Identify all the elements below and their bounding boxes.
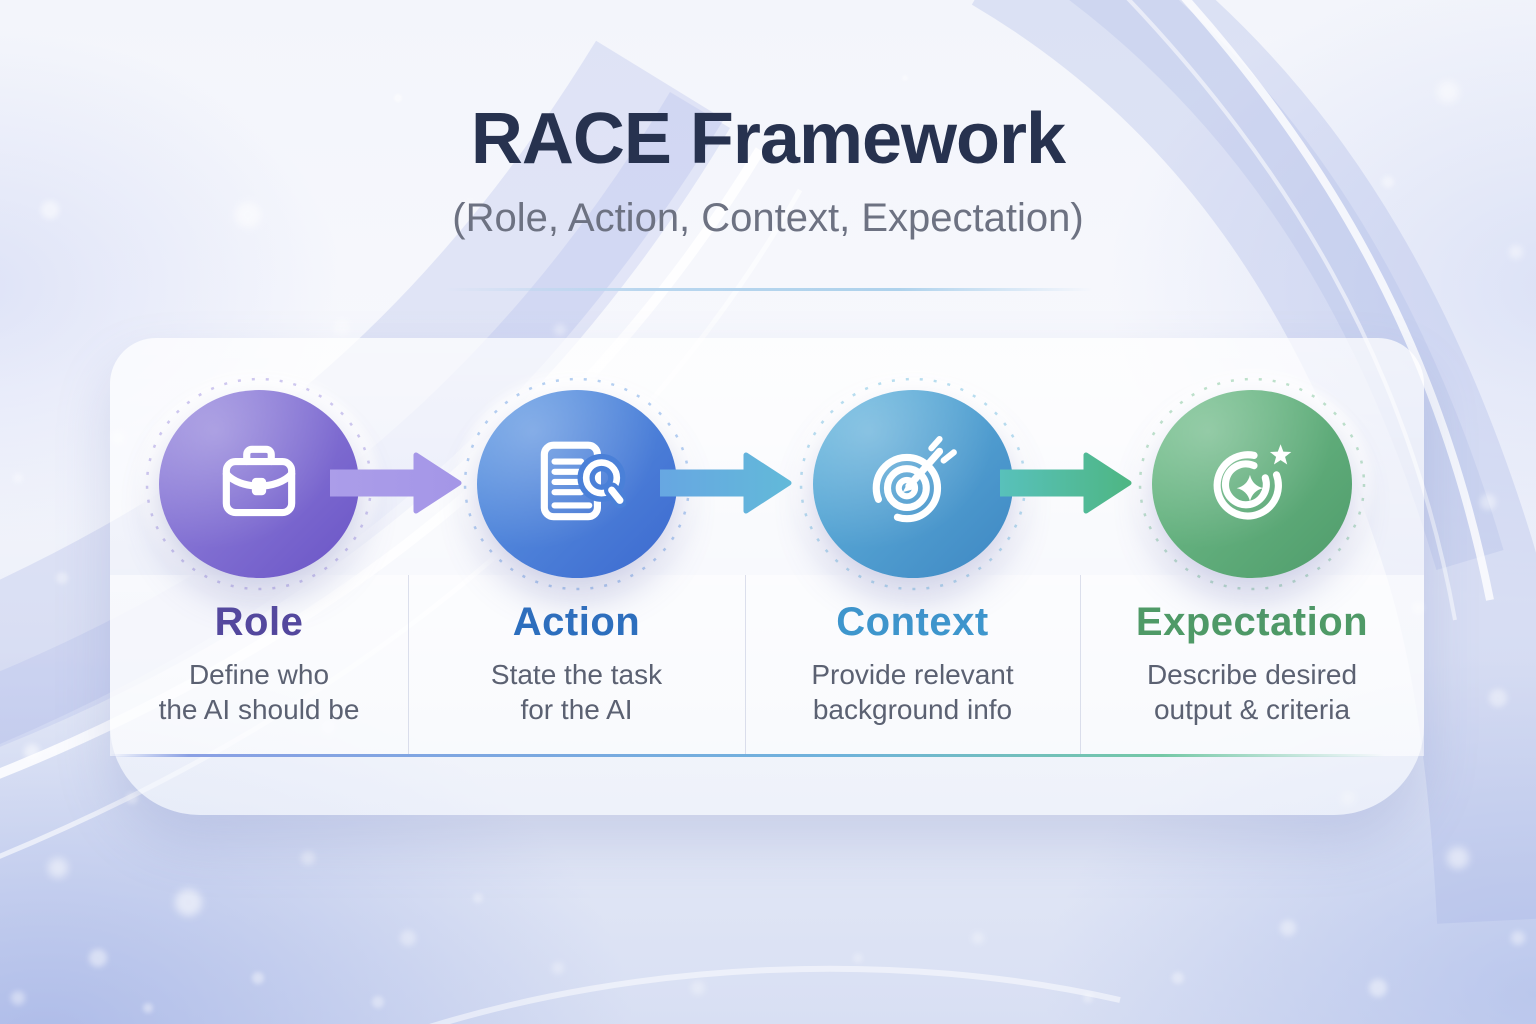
role-circle-wrap (140, 372, 378, 596)
action-circle-wrap (457, 372, 696, 596)
sparkle-swirl-icon (1213, 444, 1292, 520)
dashed-ring (1138, 377, 1366, 591)
briefcase-icon (222, 445, 296, 517)
page-title: RACE Framework (470, 99, 1066, 179)
step-role: Role Define who the AI should be (110, 338, 408, 815)
strip-cell-context (745, 575, 1080, 756)
step-title-role: Role (214, 600, 304, 644)
step-action: Action State the task for the AI (408, 338, 745, 815)
context-circle (812, 390, 1013, 578)
step-desc-expectation: Describe desired output & criteria (1146, 659, 1358, 725)
step-desc-action: State the task for the AI (490, 659, 663, 725)
header-divider (443, 288, 1093, 291)
step-title-action: Action (512, 600, 641, 644)
expectation-circle (1152, 390, 1352, 578)
strip-cell-expectation (1080, 575, 1424, 756)
page-subtitle: (Role, Action, Context, Expectation) (452, 196, 1084, 240)
step-desc-context: Provide relevant background info (811, 659, 1014, 725)
step-title-expectation: Expectation (1135, 600, 1369, 644)
arrow-context-to-expectation (1000, 452, 1132, 514)
document-search-icon (540, 441, 626, 521)
target-arrow-icon (872, 436, 957, 523)
step-title-context: Context (836, 600, 989, 644)
framework-card: Role Define who the AI should be (110, 338, 1424, 815)
action-circle (476, 390, 677, 578)
labels-strip (110, 575, 1424, 756)
accent-gradient-line (110, 754, 1424, 757)
step-expectation: Expectation Describe desired output & cr… (1080, 338, 1424, 815)
strip-cell-action (408, 575, 745, 756)
header: RACE Framework (Role, Action, Context, E… (0, 98, 1536, 241)
expectation-circle-wrap (1133, 372, 1371, 596)
role-circle (159, 390, 359, 578)
context-circle-wrap (793, 372, 1032, 596)
arrow-role-to-action (330, 452, 462, 514)
arrow-action-to-context (660, 452, 792, 514)
step-desc-role: Define who the AI should be (158, 659, 360, 725)
step-context: Context Provide relevant background info (745, 338, 1080, 815)
